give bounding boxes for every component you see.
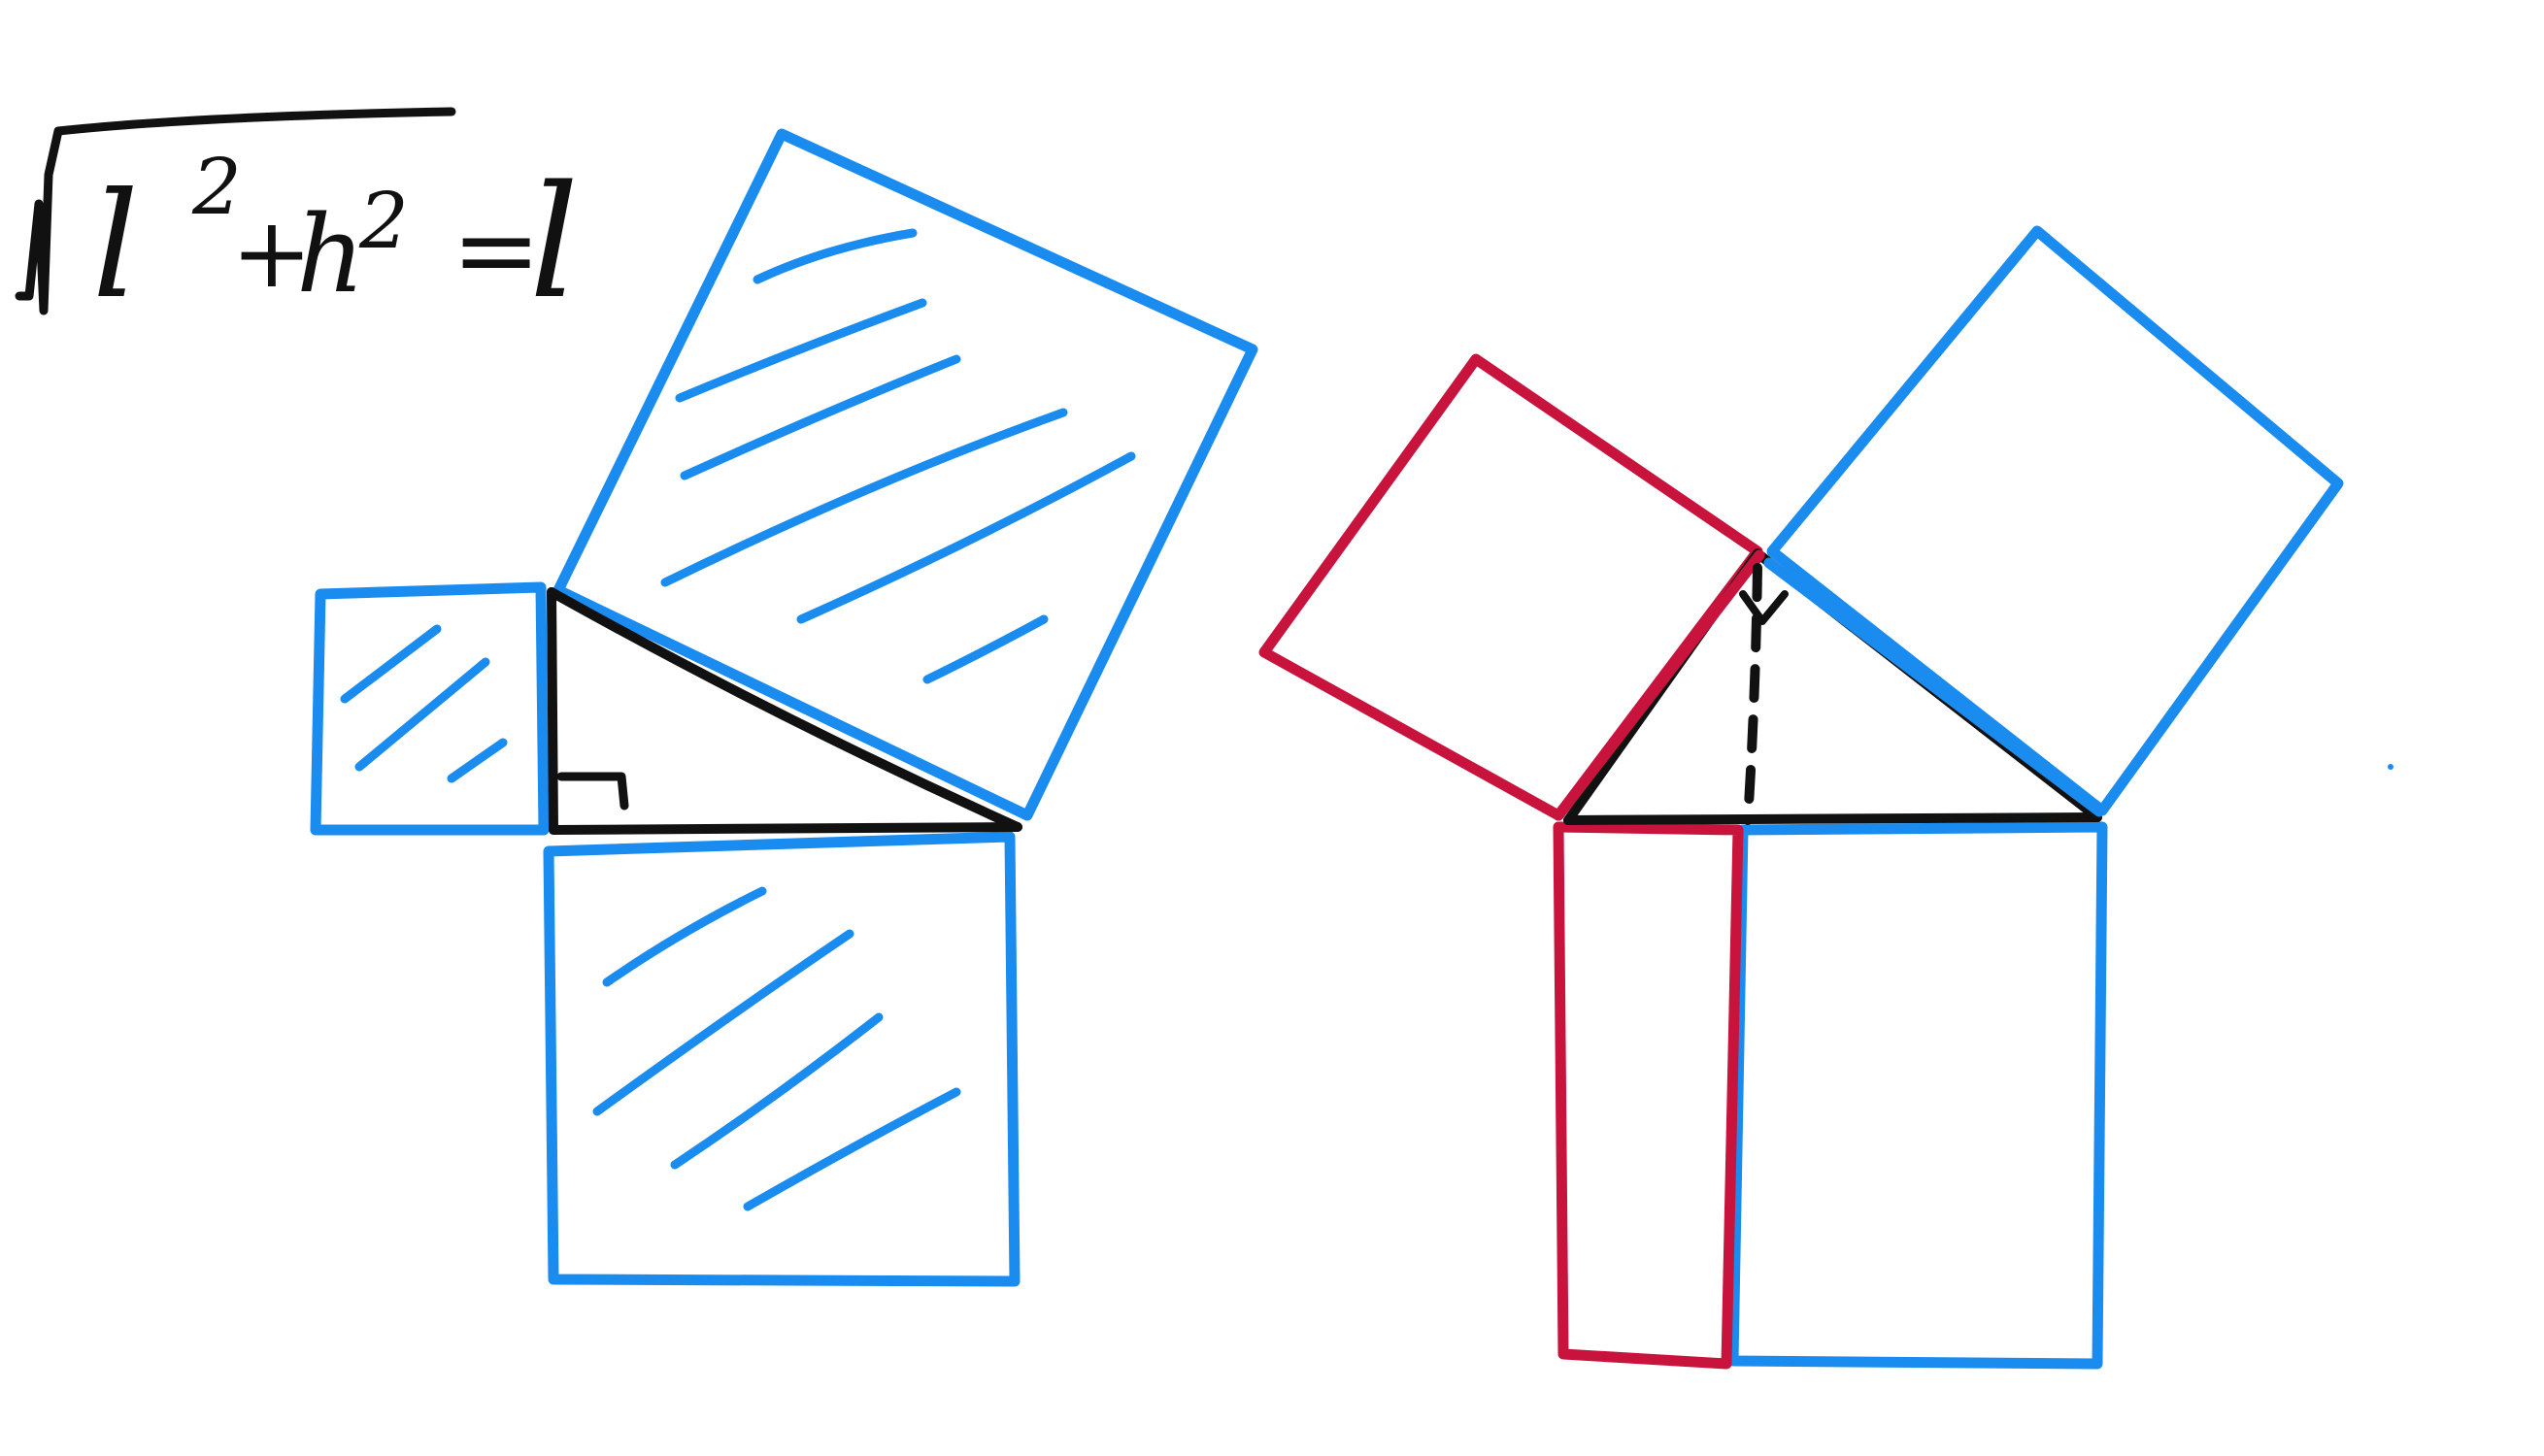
formula: l 2 + h 2 = l xyxy=(15,107,579,333)
hypotenuse-square xyxy=(552,128,1258,821)
left-figure xyxy=(310,128,1258,1287)
formula-base-letter: l xyxy=(92,162,139,331)
right-figure xyxy=(1258,225,2393,1370)
formula-equals: = xyxy=(452,187,541,312)
hatching-bottom-square xyxy=(592,886,961,1211)
small-left-square xyxy=(310,581,550,836)
hatching-hypotenuse-square xyxy=(660,228,1136,684)
bottom-square xyxy=(543,831,1021,1287)
formula-exponent-2: 2 xyxy=(358,176,409,266)
radical-sign xyxy=(15,107,456,315)
formula-plus: + xyxy=(231,196,313,310)
formula-exponent-1: 2 xyxy=(191,142,242,232)
formula-h-letter: h xyxy=(296,192,365,316)
right-angle-marker-right xyxy=(1739,590,1789,625)
hatching-small-square xyxy=(340,624,508,783)
left-triangle xyxy=(547,587,1022,835)
bottom-blue-rectangle xyxy=(1727,821,2108,1370)
stray-dot xyxy=(2388,764,2393,770)
right-blue-square xyxy=(1766,225,2344,816)
formula-rhs-letter: l xyxy=(529,151,579,333)
bottom-red-rectangle xyxy=(1553,821,1744,1370)
left-red-square xyxy=(1258,353,1763,821)
red-leg-overlay xyxy=(1553,549,1765,821)
right-angle-marker-left xyxy=(556,772,629,811)
blue-leg-overlay xyxy=(1763,557,2105,817)
altitude-dashed-line xyxy=(1743,563,1762,825)
